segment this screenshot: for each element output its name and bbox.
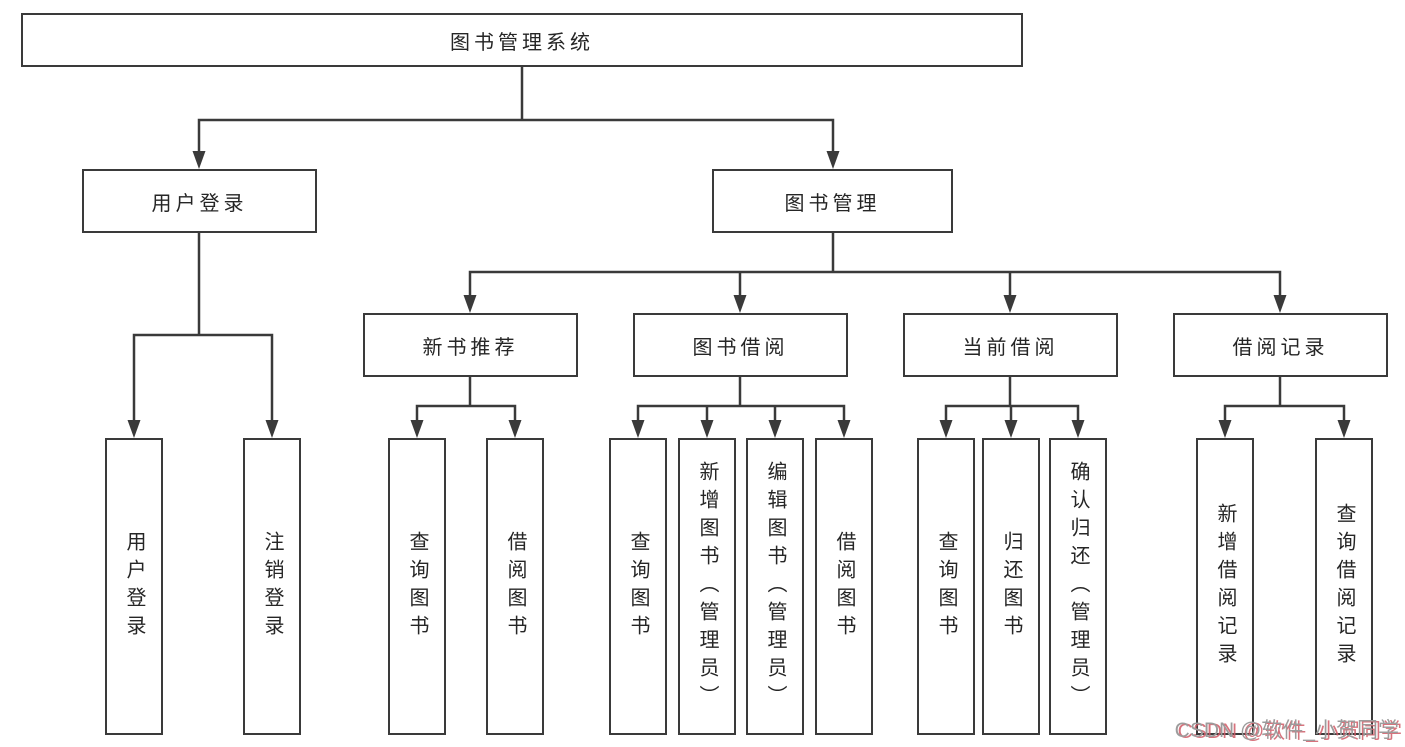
node-label: 借阅记录 [1232,336,1329,359]
connector-root-to-level2 [197,65,835,154]
node-root-system: 图书管理系统 [21,13,1023,67]
node-label: 查询图书 [406,530,428,643]
node-borrow-records: 借阅记录 [1173,313,1388,377]
node-label: 查询图书 [935,530,957,643]
node-label: 图书借阅 [692,336,789,359]
leaf-edit-books-admin: 编辑图书（管理员） [746,438,804,735]
node-label: 借阅图书 [504,530,526,643]
connector-userlogin-to-leaves [132,231,274,423]
node-new-book-recommend: 新书推荐 [363,313,578,377]
node-label: 借阅图书 [833,530,855,643]
node-label: 编辑图书（管理员） [764,460,786,713]
node-label: 确认归还（管理员） [1067,460,1089,713]
arrowheads-level3 [463,295,1287,313]
arrowheads-userlogin-leaves [127,420,279,438]
node-label: 用户登录 [151,192,248,215]
leaf-borrow-books: 借阅图书 [815,438,873,735]
node-user-login: 用户登录 [82,169,317,233]
connector-level3-to-leaves [415,375,1346,423]
node-label: 图书管理系统 [450,31,594,54]
node-label: 查询借阅记录 [1333,502,1355,671]
node-label: 归还图书 [1000,530,1022,643]
node-label: 新书推荐 [422,336,519,359]
csdn-watermark: CSDN @软件_小贺同学 [1174,719,1399,742]
node-label: 新增图书（管理员） [696,460,718,713]
leaf-add-books-admin: 新增图书（管理员） [678,438,736,735]
arrowheads-leaves [410,420,1351,438]
leaf-user-login: 用户登录 [105,438,163,735]
node-label: 注销登录 [261,530,283,643]
node-current-borrow: 当前借阅 [903,313,1118,377]
leaf-borrow-books-recommend: 借阅图书 [486,438,544,735]
leaf-logout: 注销登录 [243,438,301,735]
arrowheads-level2 [192,151,840,169]
leaf-query-borrow-record: 查询借阅记录 [1315,438,1373,735]
node-book-management: 图书管理 [712,169,953,233]
leaf-confirm-return-admin: 确认归还（管理员） [1049,438,1107,735]
leaf-query-books-recommend: 查询图书 [388,438,446,735]
node-label: 新增借阅记录 [1214,502,1236,671]
leaf-query-books-borrow: 查询图书 [609,438,667,735]
leaf-query-books-current: 查询图书 [917,438,975,735]
leaf-return-books: 归还图书 [982,438,1040,735]
leaf-add-borrow-record: 新增借阅记录 [1196,438,1254,735]
node-label: 当前借阅 [962,336,1059,359]
node-label: 图书管理 [784,192,881,215]
node-label: 查询图书 [627,530,649,643]
connector-bookmgmt-to-level3 [468,231,1282,298]
node-label: 用户登录 [123,530,145,643]
node-book-borrow: 图书借阅 [633,313,848,377]
